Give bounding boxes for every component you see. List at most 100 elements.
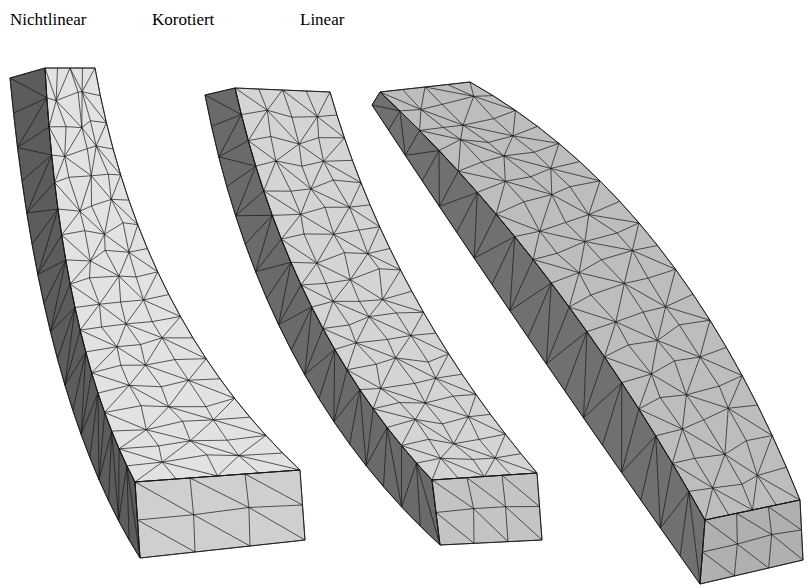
mesh-edge — [80, 330, 86, 352]
mesh-edge — [44, 304, 51, 332]
mesh-edge — [587, 332, 605, 357]
mesh-edge — [127, 466, 135, 482]
mesh-edge — [291, 307, 312, 350]
mesh-edge — [248, 136, 270, 140]
mesh-edge — [141, 406, 146, 430]
mesh-edge — [769, 535, 772, 568]
mesh-edge — [616, 312, 643, 322]
mesh-edge — [344, 138, 352, 161]
mesh-edge — [479, 439, 495, 458]
mesh-edge — [579, 242, 585, 273]
mesh-edge — [248, 141, 255, 166]
mesh-edge — [241, 115, 248, 141]
mesh-edge — [383, 427, 387, 486]
mesh-edge — [323, 325, 349, 329]
mesh-edge — [58, 209, 80, 211]
mesh-edge — [473, 509, 474, 544]
mesh-edge — [682, 420, 703, 429]
mesh-edge — [373, 409, 415, 420]
mesh-edge — [111, 199, 123, 222]
mesh-edge — [292, 116, 317, 118]
mesh-edge — [742, 476, 757, 485]
mesh-edge — [524, 202, 540, 231]
mesh-edge — [713, 454, 725, 488]
mesh-edge — [379, 269, 382, 300]
mesh-edge — [91, 199, 111, 206]
mesh-edge — [111, 199, 129, 201]
mesh-edge — [515, 237, 533, 260]
mesh-edge — [396, 358, 429, 362]
mesh-edge — [52, 155, 55, 182]
mesh-edge — [686, 357, 700, 395]
mesh-edge — [540, 507, 543, 541]
mesh-edge — [80, 304, 99, 330]
mesh-edge — [135, 482, 194, 515]
mesh-edge — [317, 263, 326, 283]
mesh-edge — [112, 431, 119, 449]
mesh-edge — [666, 269, 676, 306]
mesh-edge — [757, 436, 772, 476]
mesh-edge — [105, 250, 129, 252]
mesh-edge — [439, 192, 477, 206]
mesh-edge — [45, 68, 56, 101]
mesh-edge — [494, 119, 513, 136]
mesh-edge — [538, 126, 559, 143]
mesh-edge — [380, 92, 400, 111]
mesh-edge — [145, 360, 174, 366]
mesh-edge — [439, 206, 456, 232]
mesh-edge — [335, 349, 347, 369]
mesh-edge — [213, 417, 249, 420]
mesh-edge — [334, 207, 350, 234]
mesh-edge — [190, 441, 207, 455]
mesh-edge — [468, 417, 479, 440]
mesh-edge — [620, 201, 639, 223]
mesh-edge — [616, 322, 658, 341]
mesh-edge — [401, 446, 402, 507]
mesh-edge — [458, 171, 505, 181]
mesh-edge — [439, 171, 458, 206]
mesh-edge — [119, 449, 127, 466]
mesh-edge — [658, 341, 700, 358]
mesh-edge — [162, 317, 180, 338]
mesh-edge — [299, 138, 319, 144]
mesh-edge — [305, 375, 319, 399]
mesh-edge — [194, 515, 250, 546]
mesh-edge — [601, 251, 632, 260]
mesh-edge — [682, 395, 686, 429]
mesh-edge — [283, 90, 292, 117]
mesh-edge — [32, 244, 38, 274]
mesh-edge — [587, 322, 616, 332]
mesh-edge — [476, 394, 490, 414]
mesh-edge — [617, 233, 632, 250]
mesh-edge — [540, 222, 566, 231]
mesh-edge — [458, 162, 481, 171]
mesh-edge — [441, 458, 473, 459]
mesh-edge — [245, 244, 255, 272]
mesh-edge — [396, 313, 410, 336]
mesh-edge — [241, 110, 267, 114]
mesh-edge — [551, 168, 600, 180]
mesh-edge — [516, 110, 538, 126]
mesh-edge — [415, 419, 454, 443]
mesh-edge — [89, 276, 118, 278]
mesh-edge — [468, 394, 475, 416]
mesh-edge — [428, 362, 436, 378]
mesh-edge — [533, 253, 557, 259]
mesh-edge — [725, 441, 746, 455]
mesh-edge — [402, 463, 417, 507]
mesh-edge — [737, 513, 772, 534]
mesh-edge — [211, 126, 218, 157]
mesh-edge — [69, 177, 80, 211]
mesh-edge — [299, 144, 302, 166]
mesh-edge — [705, 488, 713, 520]
mesh-edge — [272, 214, 300, 216]
mesh-edge — [746, 436, 772, 441]
mesh-edge — [279, 262, 291, 324]
mesh-edge — [236, 166, 256, 216]
mesh-edge — [566, 215, 589, 223]
mesh-edge — [50, 332, 57, 359]
mesh-edge — [686, 395, 703, 420]
mesh-edge — [689, 491, 705, 520]
mesh-edge — [347, 370, 360, 390]
mesh-edge — [91, 174, 108, 176]
